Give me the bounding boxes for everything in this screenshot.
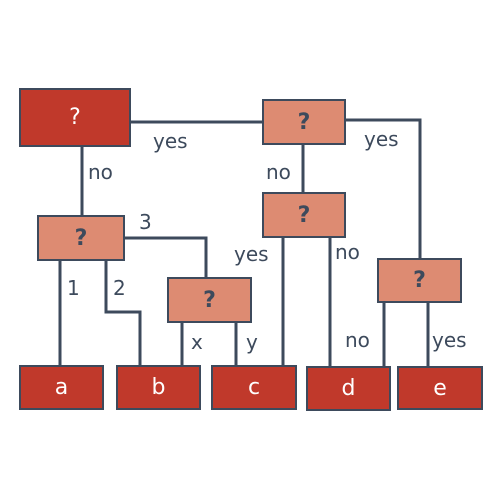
decision-node-6: ? bbox=[377, 258, 462, 303]
edge-label-n6-no: no bbox=[345, 328, 370, 352]
edge-label-n5-x: x bbox=[191, 330, 203, 354]
edge-label-n4-no: no bbox=[335, 240, 360, 264]
edge-label-n4-yes: yes bbox=[234, 242, 269, 266]
decision-node-2: ? bbox=[262, 99, 346, 145]
leaf-d: d bbox=[306, 366, 391, 411]
edge-label-n5-y: y bbox=[246, 330, 258, 354]
edge-n3-2 bbox=[104, 260, 142, 366]
edge-label-n3-1: 1 bbox=[67, 276, 80, 300]
edge-label-n3-2: 2 bbox=[113, 276, 126, 300]
leaf-e: e bbox=[397, 366, 483, 410]
leaf-a: a bbox=[19, 365, 104, 410]
edge-n3-3 bbox=[124, 236, 208, 278]
edge-n2-yes bbox=[345, 118, 422, 259]
leaf-c: c bbox=[211, 365, 297, 410]
leaf-b: b bbox=[116, 365, 201, 410]
edge-label-n3-3: 3 bbox=[139, 210, 152, 234]
root-node: ? bbox=[19, 88, 131, 147]
decision-node-5: ? bbox=[167, 277, 252, 323]
decision-node-3: ? bbox=[37, 215, 125, 261]
edge-label-n2-no: no bbox=[266, 160, 291, 184]
decision-node-4: ? bbox=[262, 192, 346, 238]
edge-label-root-yes: yes bbox=[153, 129, 188, 153]
edge-label-n6-yes: yes bbox=[432, 328, 467, 352]
edge-label-n2-yes: yes bbox=[364, 127, 399, 151]
edge-label-root-no: no bbox=[88, 160, 113, 184]
